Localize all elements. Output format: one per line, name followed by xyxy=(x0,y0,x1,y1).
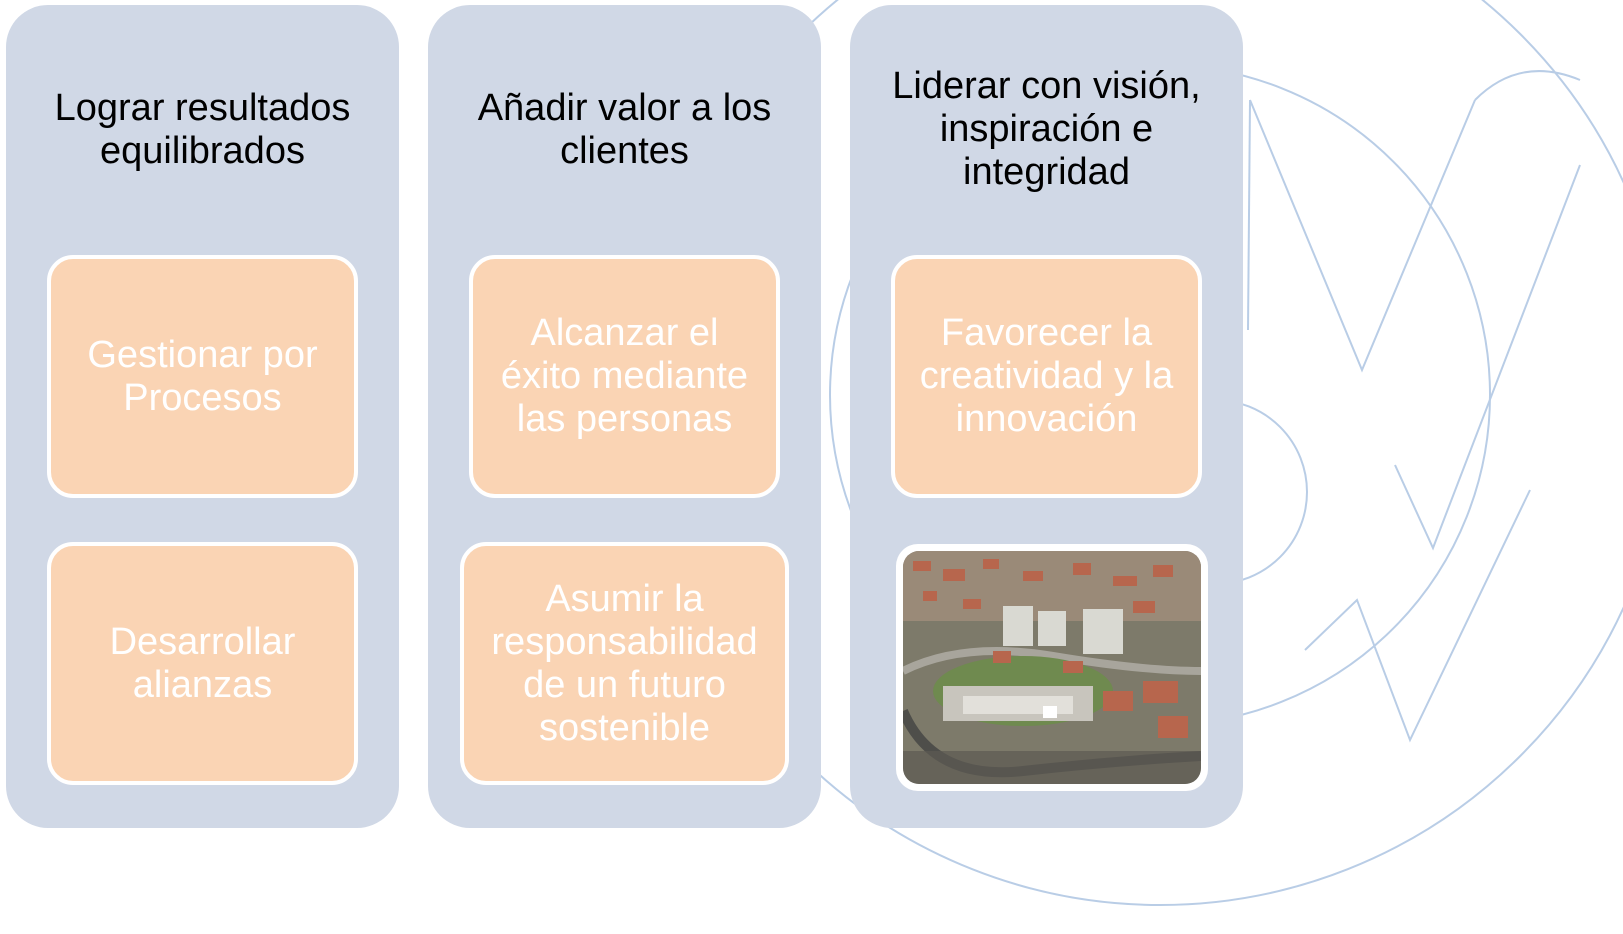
card-success-through-people: Alcanzar el éxito mediante las personas xyxy=(469,255,780,498)
column-title: Liderar con visión, inspiración e integr… xyxy=(892,65,1201,193)
card-creativity-innovation: Favorecer la creatividad y la innovación xyxy=(891,255,1202,498)
column-title: Lograr resultados equilibrados xyxy=(54,87,351,172)
column-leadership: Liderar con visión, inspiración e integr… xyxy=(850,5,1243,828)
column-balanced-results: Lograr resultados equilibrados Gestionar… xyxy=(6,5,399,828)
aerial-city-photo xyxy=(903,551,1201,784)
card-process-management: Gestionar por Procesos xyxy=(47,255,358,498)
aerial-photo-frame xyxy=(896,544,1208,791)
card-develop-alliances: Desarrollar alianzas xyxy=(47,542,358,785)
column-title: Añadir valor a los clientes xyxy=(477,87,772,172)
column-customer-value: Añadir valor a los clientes Alcanzar el … xyxy=(428,5,821,828)
card-sustainable-future: Asumir la responsabilidad de un futuro s… xyxy=(460,542,789,785)
